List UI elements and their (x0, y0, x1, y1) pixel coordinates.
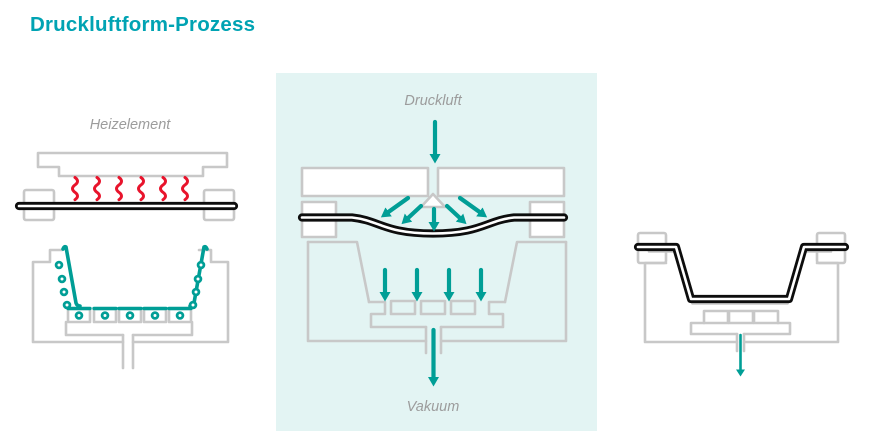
pressure-box-right (436, 166, 566, 198)
temperature-dots (54, 260, 206, 320)
forming-sheet (297, 213, 569, 238)
heat-waves-icon (71, 176, 189, 202)
pressure-box-left (300, 166, 430, 198)
forming-stage-diagram (297, 119, 569, 387)
heating-element-plate (36, 151, 229, 178)
heizelement-label: Heizelement (89, 117, 171, 133)
vakuum-label: Vakuum (406, 399, 460, 415)
page-title: Druckluftform-Prozess (30, 13, 256, 36)
formed-part (633, 242, 850, 304)
air-fan-arrows-icon (380, 195, 488, 232)
druckluft-label: Druckluft (404, 93, 462, 109)
air-nozzle (419, 192, 447, 209)
mold-outline (306, 240, 568, 355)
forming-stage-panel (276, 73, 597, 431)
formed-part-stage-diagram (633, 231, 850, 377)
heating-stage-diagram (14, 151, 239, 370)
heated-mold-surface (61, 244, 209, 311)
cavity-arrows-icon (379, 267, 487, 302)
